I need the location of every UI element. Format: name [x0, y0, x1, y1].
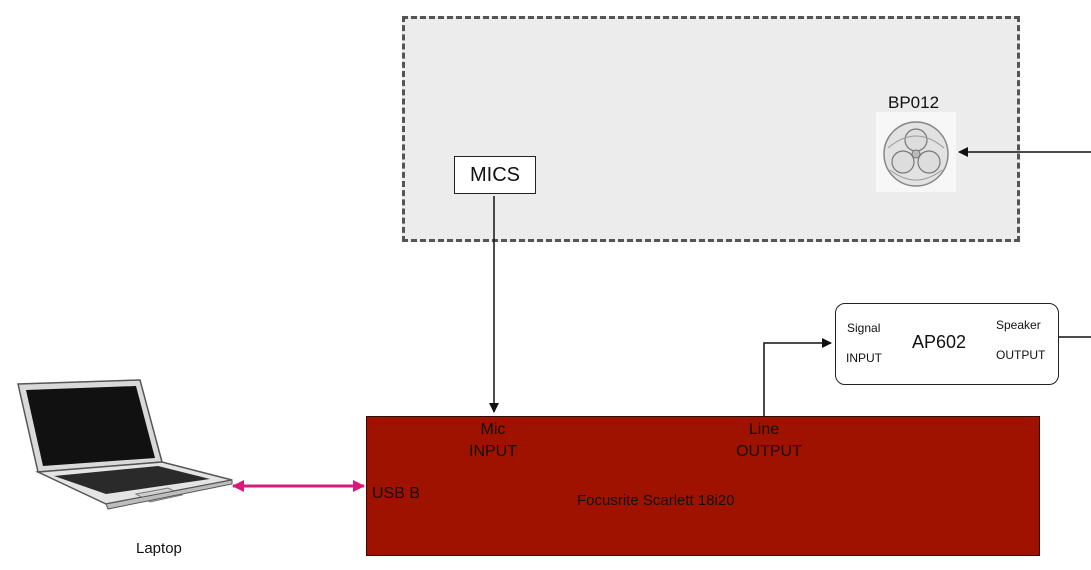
laptop-icon[interactable]	[10, 376, 235, 526]
amp-signal-label: Signal	[847, 321, 880, 335]
amp-name: AP602	[912, 332, 966, 353]
amp-signal-input-label: INPUT	[846, 351, 882, 365]
amp-speaker-label: Speaker	[996, 318, 1041, 332]
laptop-label: Laptop	[136, 540, 182, 557]
mics-label: MICS	[470, 164, 520, 187]
audio-interface-node[interactable]	[366, 416, 1040, 556]
dodecahedron-speaker-icon[interactable]	[876, 112, 956, 192]
line-output-label: OUTPUT	[728, 443, 810, 461]
line-label: Line	[744, 421, 784, 439]
line-out-to-amp-wire	[764, 343, 831, 416]
interface-name: Focusrite Scarlett 18i20	[577, 492, 735, 509]
amp-speaker-output-label: OUTPUT	[996, 348, 1045, 362]
usb-port-label: USB B	[372, 485, 420, 503]
bp012-label: BP012	[888, 93, 939, 113]
mics-node[interactable]: MICS	[454, 156, 536, 194]
mic-label: Mic	[473, 421, 513, 439]
mic-input-label: INPUT	[461, 443, 525, 461]
